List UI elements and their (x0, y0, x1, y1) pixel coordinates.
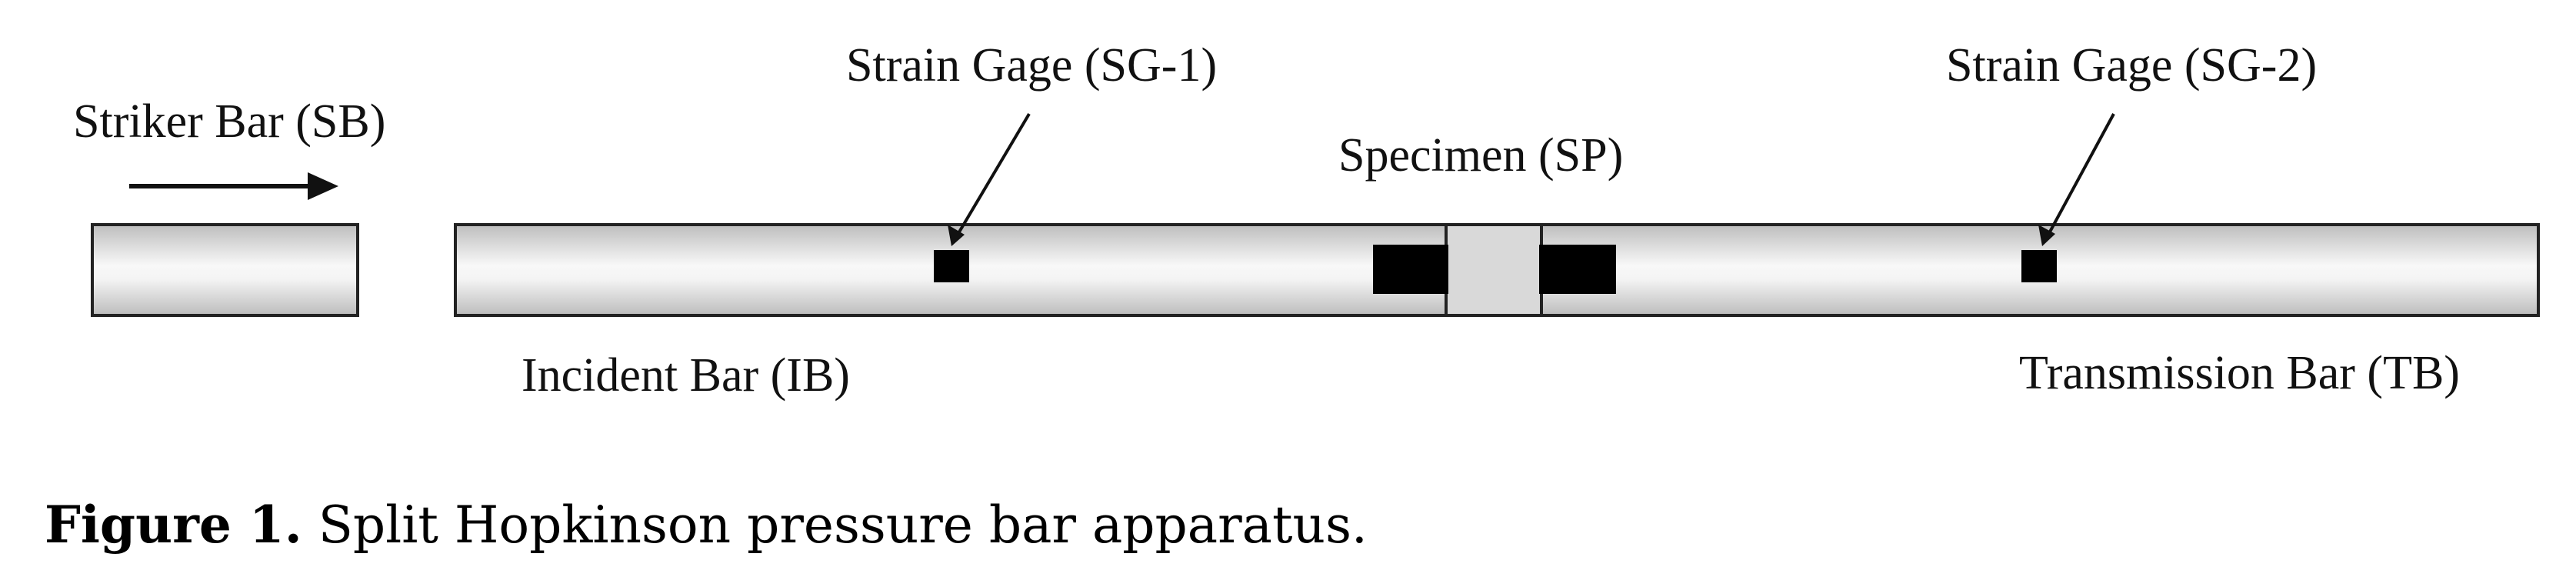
figure-caption: Figure 1. Split Hopkinson pressure bar a… (45, 494, 1368, 556)
strain-gage-2-label: Strain Gage (SG-2) (1946, 39, 2317, 92)
impact-direction-arrow-icon (129, 172, 338, 200)
figure-caption-text: Split Hopkinson pressure bar apparatus. (302, 495, 1368, 555)
figure-caption-label: Figure 1. (45, 495, 302, 555)
strain-gage-1-label: Strain Gage (SG-1) (846, 39, 1217, 92)
shpb-diagram: Striker Bar (SB) Strain Gage (SG-1) Spec… (73, 39, 2540, 402)
specimen (1445, 223, 1543, 317)
strain-gage-1-pointer-icon (948, 112, 1031, 246)
transmission-platen (1539, 245, 1616, 294)
strain-gage-2-marker (2021, 250, 2057, 282)
transmission-bar-label: Transmission Bar (TB) (2019, 347, 2460, 399)
strain-gage-1-marker (934, 250, 969, 282)
specimen-label: Specimen (SP) (1338, 129, 1623, 182)
strain-gage-2-pointer-icon (2038, 113, 2115, 246)
incident-platen (1373, 245, 1448, 294)
incident-bar-label: Incident Bar (IB) (522, 349, 850, 402)
striker-bar-label: Striker Bar (SB) (73, 95, 385, 148)
striker-bar (91, 223, 359, 317)
